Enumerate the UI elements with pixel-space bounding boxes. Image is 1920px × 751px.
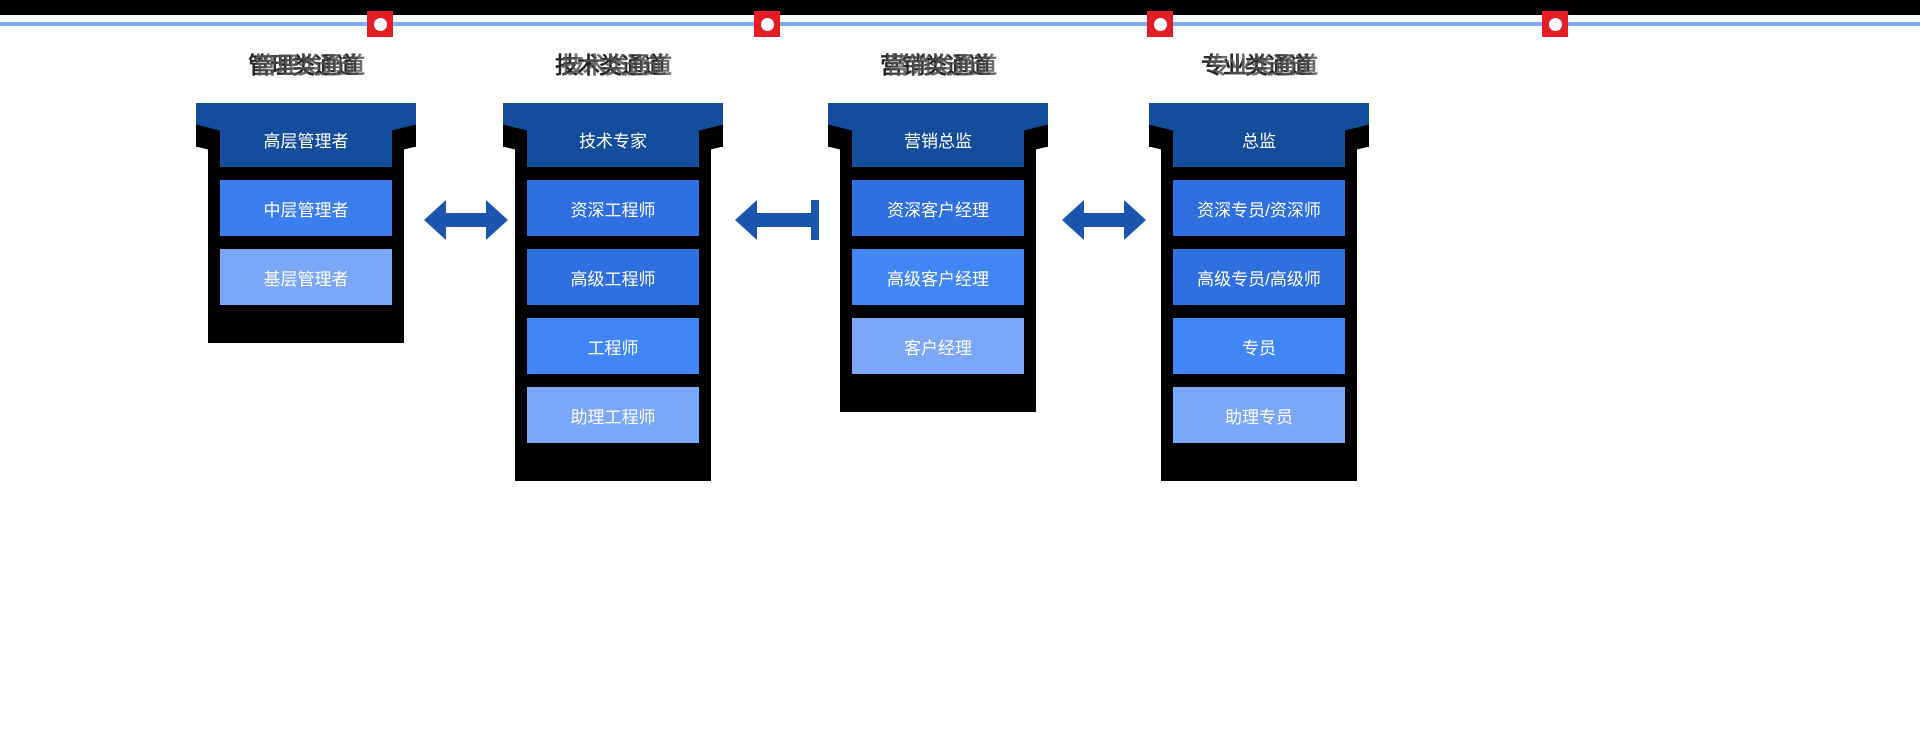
arrow-management-technical bbox=[422, 195, 510, 245]
ladder-frame-management: 高层管理者中层管理者基层管理者 bbox=[196, 103, 416, 343]
ladder-level-technical-4[interactable]: 工程师 bbox=[527, 318, 699, 374]
ladder-level-professional-1[interactable]: 总监 bbox=[1173, 111, 1345, 167]
ladder-level-label: 高级工程师 bbox=[570, 269, 656, 289]
timeline-marker-1[interactable] bbox=[367, 11, 393, 37]
ladder-level-label: 总监 bbox=[1242, 131, 1276, 151]
ladder-level-label: 技术专家 bbox=[579, 131, 647, 151]
ladder-level-technical-1[interactable]: 技术专家 bbox=[527, 111, 699, 167]
ladder-frame-marketing: 营销总监资深客户经理高级客户经理客户经理 bbox=[828, 103, 1048, 412]
ladder-level-marketing-2[interactable]: 资深客户经理 bbox=[852, 180, 1024, 236]
timeline-marker-4[interactable] bbox=[1542, 11, 1568, 37]
channel-title-text: 营销类通道 bbox=[886, 52, 997, 78]
ladder-level-technical-2[interactable]: 资深工程师 bbox=[527, 180, 699, 236]
ladder-level-label: 资深专员/资深师 bbox=[1197, 200, 1321, 220]
timeline-rule bbox=[0, 22, 1920, 26]
ladder-level-marketing-1[interactable]: 营销总监 bbox=[852, 111, 1024, 167]
ladder-level-management-2[interactable]: 中层管理者 bbox=[220, 180, 392, 236]
channel-title-professional: 专业类通道专业类通道 bbox=[1161, 45, 1357, 85]
timeline-marker-dot bbox=[760, 17, 774, 31]
channel-title-management: 管理类通道管理类通道 bbox=[208, 45, 404, 85]
arrow-marketing-technical bbox=[733, 195, 821, 245]
ladder-frame-professional: 总监资深专员/资深师高级专员/高级师专员助理专员 bbox=[1149, 103, 1369, 481]
ladder-level-technical-3[interactable]: 高级工程师 bbox=[527, 249, 699, 305]
channel-title-text: 管理类通道 bbox=[254, 52, 365, 78]
timeline-marker-3[interactable] bbox=[1147, 11, 1173, 37]
ladder-frame-technical: 技术专家资深工程师高级工程师工程师助理工程师 bbox=[503, 103, 723, 481]
arrow-shape bbox=[735, 200, 819, 240]
ladder-level-label: 助理工程师 bbox=[570, 407, 656, 427]
career-ladder-diagram: 管理类通道管理类通道高层管理者中层管理者基层管理者技术类通道技术类通道技术专家资… bbox=[0, 0, 1920, 551]
channel-title-text: 专业类通道 bbox=[1207, 52, 1318, 78]
ladder-level-label: 专员 bbox=[1242, 338, 1276, 358]
timeline-marker-dot bbox=[1548, 17, 1562, 31]
channel-marketing: 营销类通道营销类通道营销总监资深客户经理高级客户经理客户经理 bbox=[828, 45, 1048, 412]
ladder-level-professional-3[interactable]: 高级专员/高级师 bbox=[1173, 249, 1345, 305]
arrow-shape bbox=[1062, 200, 1146, 240]
ladder-level-professional-4[interactable]: 专员 bbox=[1173, 318, 1345, 374]
ladder-level-management-1[interactable]: 高层管理者 bbox=[220, 111, 392, 167]
timeline-marker-dot bbox=[373, 17, 387, 31]
ladder-level-label: 中层管理者 bbox=[263, 200, 349, 220]
ladder-level-professional-2[interactable]: 资深专员/资深师 bbox=[1173, 180, 1345, 236]
ladder-level-label: 高级客户经理 bbox=[887, 269, 989, 289]
ladder-level-label: 资深客户经理 bbox=[887, 200, 989, 220]
ladder-level-label: 助理专员 bbox=[1225, 407, 1293, 427]
channel-management: 管理类通道管理类通道高层管理者中层管理者基层管理者 bbox=[196, 45, 416, 343]
ladder-level-management-3[interactable]: 基层管理者 bbox=[220, 249, 392, 305]
timeline-marker-dot bbox=[1153, 17, 1167, 31]
channel-title-technical: 技术类通道技术类通道 bbox=[515, 45, 711, 85]
ladder-level-marketing-4[interactable]: 客户经理 bbox=[852, 318, 1024, 374]
channel-title-shadow: 管理类通道 bbox=[248, 52, 359, 78]
channel-title-shadow: 专业类通道 bbox=[1201, 52, 1312, 78]
channel-title-shadow: 技术类通道 bbox=[555, 52, 666, 78]
channel-title-text: 技术类通道 bbox=[561, 52, 672, 78]
arrow-shape bbox=[424, 200, 508, 240]
channel-title-shadow: 营销类通道 bbox=[880, 52, 991, 78]
top-black-bar bbox=[0, 0, 1920, 15]
channel-title-marketing: 营销类通道营销类通道 bbox=[840, 45, 1036, 85]
ladder-level-professional-5[interactable]: 助理专员 bbox=[1173, 387, 1345, 443]
ladder-level-label: 资深工程师 bbox=[570, 200, 656, 220]
viewport-cut-mask bbox=[0, 551, 1920, 751]
ladder-level-marketing-3[interactable]: 高级客户经理 bbox=[852, 249, 1024, 305]
channel-technical: 技术类通道技术类通道技术专家资深工程师高级工程师工程师助理工程师 bbox=[503, 45, 723, 481]
ladder-level-label: 高级专员/高级师 bbox=[1197, 269, 1321, 289]
ladder-level-label: 基层管理者 bbox=[263, 269, 349, 289]
ladder-level-technical-5[interactable]: 助理工程师 bbox=[527, 387, 699, 443]
arrow-marketing-professional bbox=[1060, 195, 1148, 245]
ladder-level-label: 客户经理 bbox=[904, 338, 972, 358]
ladder-level-label: 工程师 bbox=[587, 338, 639, 358]
ladder-level-label: 高层管理者 bbox=[263, 131, 349, 151]
ladder-level-label: 营销总监 bbox=[904, 131, 972, 151]
timeline-marker-2[interactable] bbox=[754, 11, 780, 37]
channel-professional: 专业类通道专业类通道总监资深专员/资深师高级专员/高级师专员助理专员 bbox=[1149, 45, 1369, 481]
